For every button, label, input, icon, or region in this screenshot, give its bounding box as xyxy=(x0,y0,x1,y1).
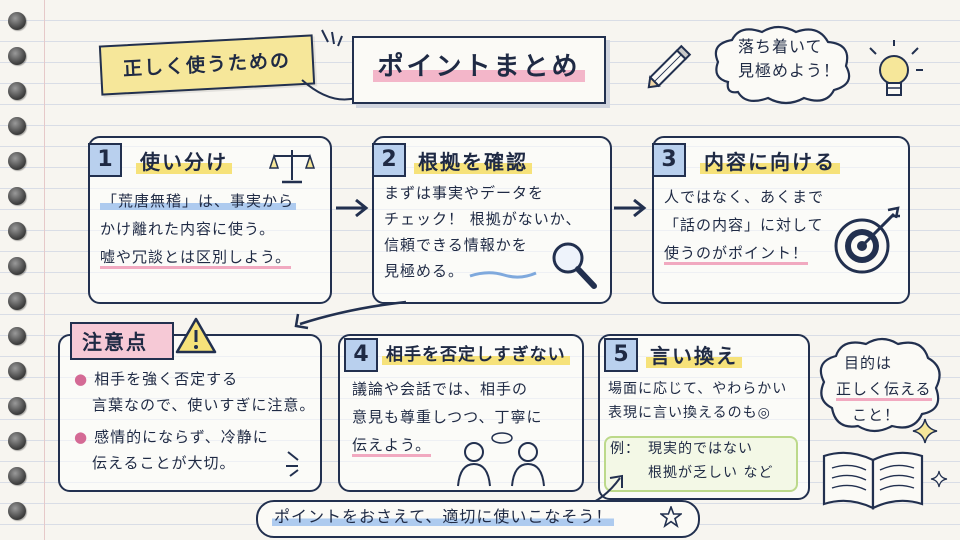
card-4-line-2: 意見も尊重しつつ、丁寧に xyxy=(352,408,543,426)
open-book-icon xyxy=(822,451,924,510)
bubble-right-line1: 目的は xyxy=(844,354,893,372)
people-icon xyxy=(457,432,545,487)
card-1-number: 1 xyxy=(88,143,122,177)
card-3-line-2: 「話の内容」に対して xyxy=(664,216,824,234)
example-line-2: 根拠が乏しい など xyxy=(648,465,774,481)
bubble-top-line1: 落ち着いて xyxy=(738,37,823,56)
scale-icon xyxy=(268,150,316,184)
margin-line xyxy=(44,0,45,540)
header-connector xyxy=(301,79,357,101)
card-3-line-1: 人ではなく、あくまで xyxy=(664,188,825,206)
card-5-line-2: 表現に言い換えるのも◎ xyxy=(608,405,771,421)
card-2-title: 根拠を確認 xyxy=(414,146,532,175)
title-box: ポイントまとめ xyxy=(352,36,606,104)
sparkle-small-icon xyxy=(930,470,948,488)
target-icon xyxy=(834,206,900,274)
page-title: ポイントまとめ xyxy=(354,46,604,83)
caution-card xyxy=(58,334,322,492)
sparkle-icon xyxy=(912,418,938,444)
star-icon xyxy=(660,506,682,528)
caution-item-1-line1: ●相手を強く否定する xyxy=(74,370,239,388)
card-3-number: 3 xyxy=(652,143,686,177)
arrow-2-to-3 xyxy=(614,198,647,218)
card-3-title: 内容に向ける xyxy=(700,146,840,175)
lightbulb-icon xyxy=(869,40,923,96)
thought-bubble-top xyxy=(714,25,851,105)
example-label: 例： xyxy=(610,441,640,457)
card-4-number: 4 xyxy=(344,338,378,372)
card-2-line-2: チェック！ 根拠がないか、 xyxy=(384,210,582,228)
example-line-1: 現実的ではない xyxy=(648,441,753,457)
card-1-title: 使い分け xyxy=(136,146,232,175)
card-4-line-3: 伝えよう。 xyxy=(352,432,432,458)
bubble-top-line2: 見極めよう！ xyxy=(738,61,841,80)
bubble-right-line3: こと！ xyxy=(852,406,901,424)
header-sparkle-lines xyxy=(321,29,343,47)
card-3-line-3: 使うのがポイント！ xyxy=(664,240,809,266)
emphasis-lines xyxy=(286,451,299,477)
card-5-line-1: 場面に応じて、やわらかい xyxy=(608,381,788,397)
caution-title-tab xyxy=(70,322,174,360)
magnifier-icon xyxy=(552,242,597,289)
card-1-line-1: 「荒唐無稽」は、事実から xyxy=(100,192,297,210)
card-1-line-2: かけ離れた内容に使う。 xyxy=(100,220,276,238)
scribble-underline xyxy=(469,271,537,279)
card-2-line-4: 見極める。 xyxy=(384,262,465,280)
caution-item-2-line1: ●感情的にならず、冷静に xyxy=(74,428,269,446)
card-2-line-1: まずは事実やデータを xyxy=(384,184,545,202)
caution-title: 注意点 xyxy=(82,330,148,354)
thought-bubble-right xyxy=(819,337,941,433)
footer-text: ポイントをおさえて、適切に使いこなそう！ xyxy=(272,507,615,526)
caution-item-1-line2: 言葉なので、使いすぎに注意。 xyxy=(92,396,316,414)
card-5-number: 5 xyxy=(604,338,638,372)
card-4-title: 相手を否定しすぎない xyxy=(382,340,570,365)
card-5-title: 言い換え xyxy=(646,340,742,369)
card-2-line-3: 信頼できる情報かを xyxy=(384,236,528,254)
arrow-1-to-2 xyxy=(336,198,369,218)
bubble-right-line2: 正しく伝える xyxy=(836,376,932,402)
card-2-number: 2 xyxy=(372,143,406,177)
return-arrow xyxy=(294,300,407,330)
card-1-line-3: 嘘や冗談とは区別しよう。 xyxy=(100,244,292,270)
card-4-line-1: 議論や会話では、相手の xyxy=(352,380,529,398)
example-box xyxy=(604,436,798,492)
pencil-icon xyxy=(647,44,692,89)
header-tag-text: 正しく使うための xyxy=(122,49,292,81)
caution-item-2-line2: 伝えることが大切。 xyxy=(92,454,236,472)
warning-icon xyxy=(175,317,217,354)
